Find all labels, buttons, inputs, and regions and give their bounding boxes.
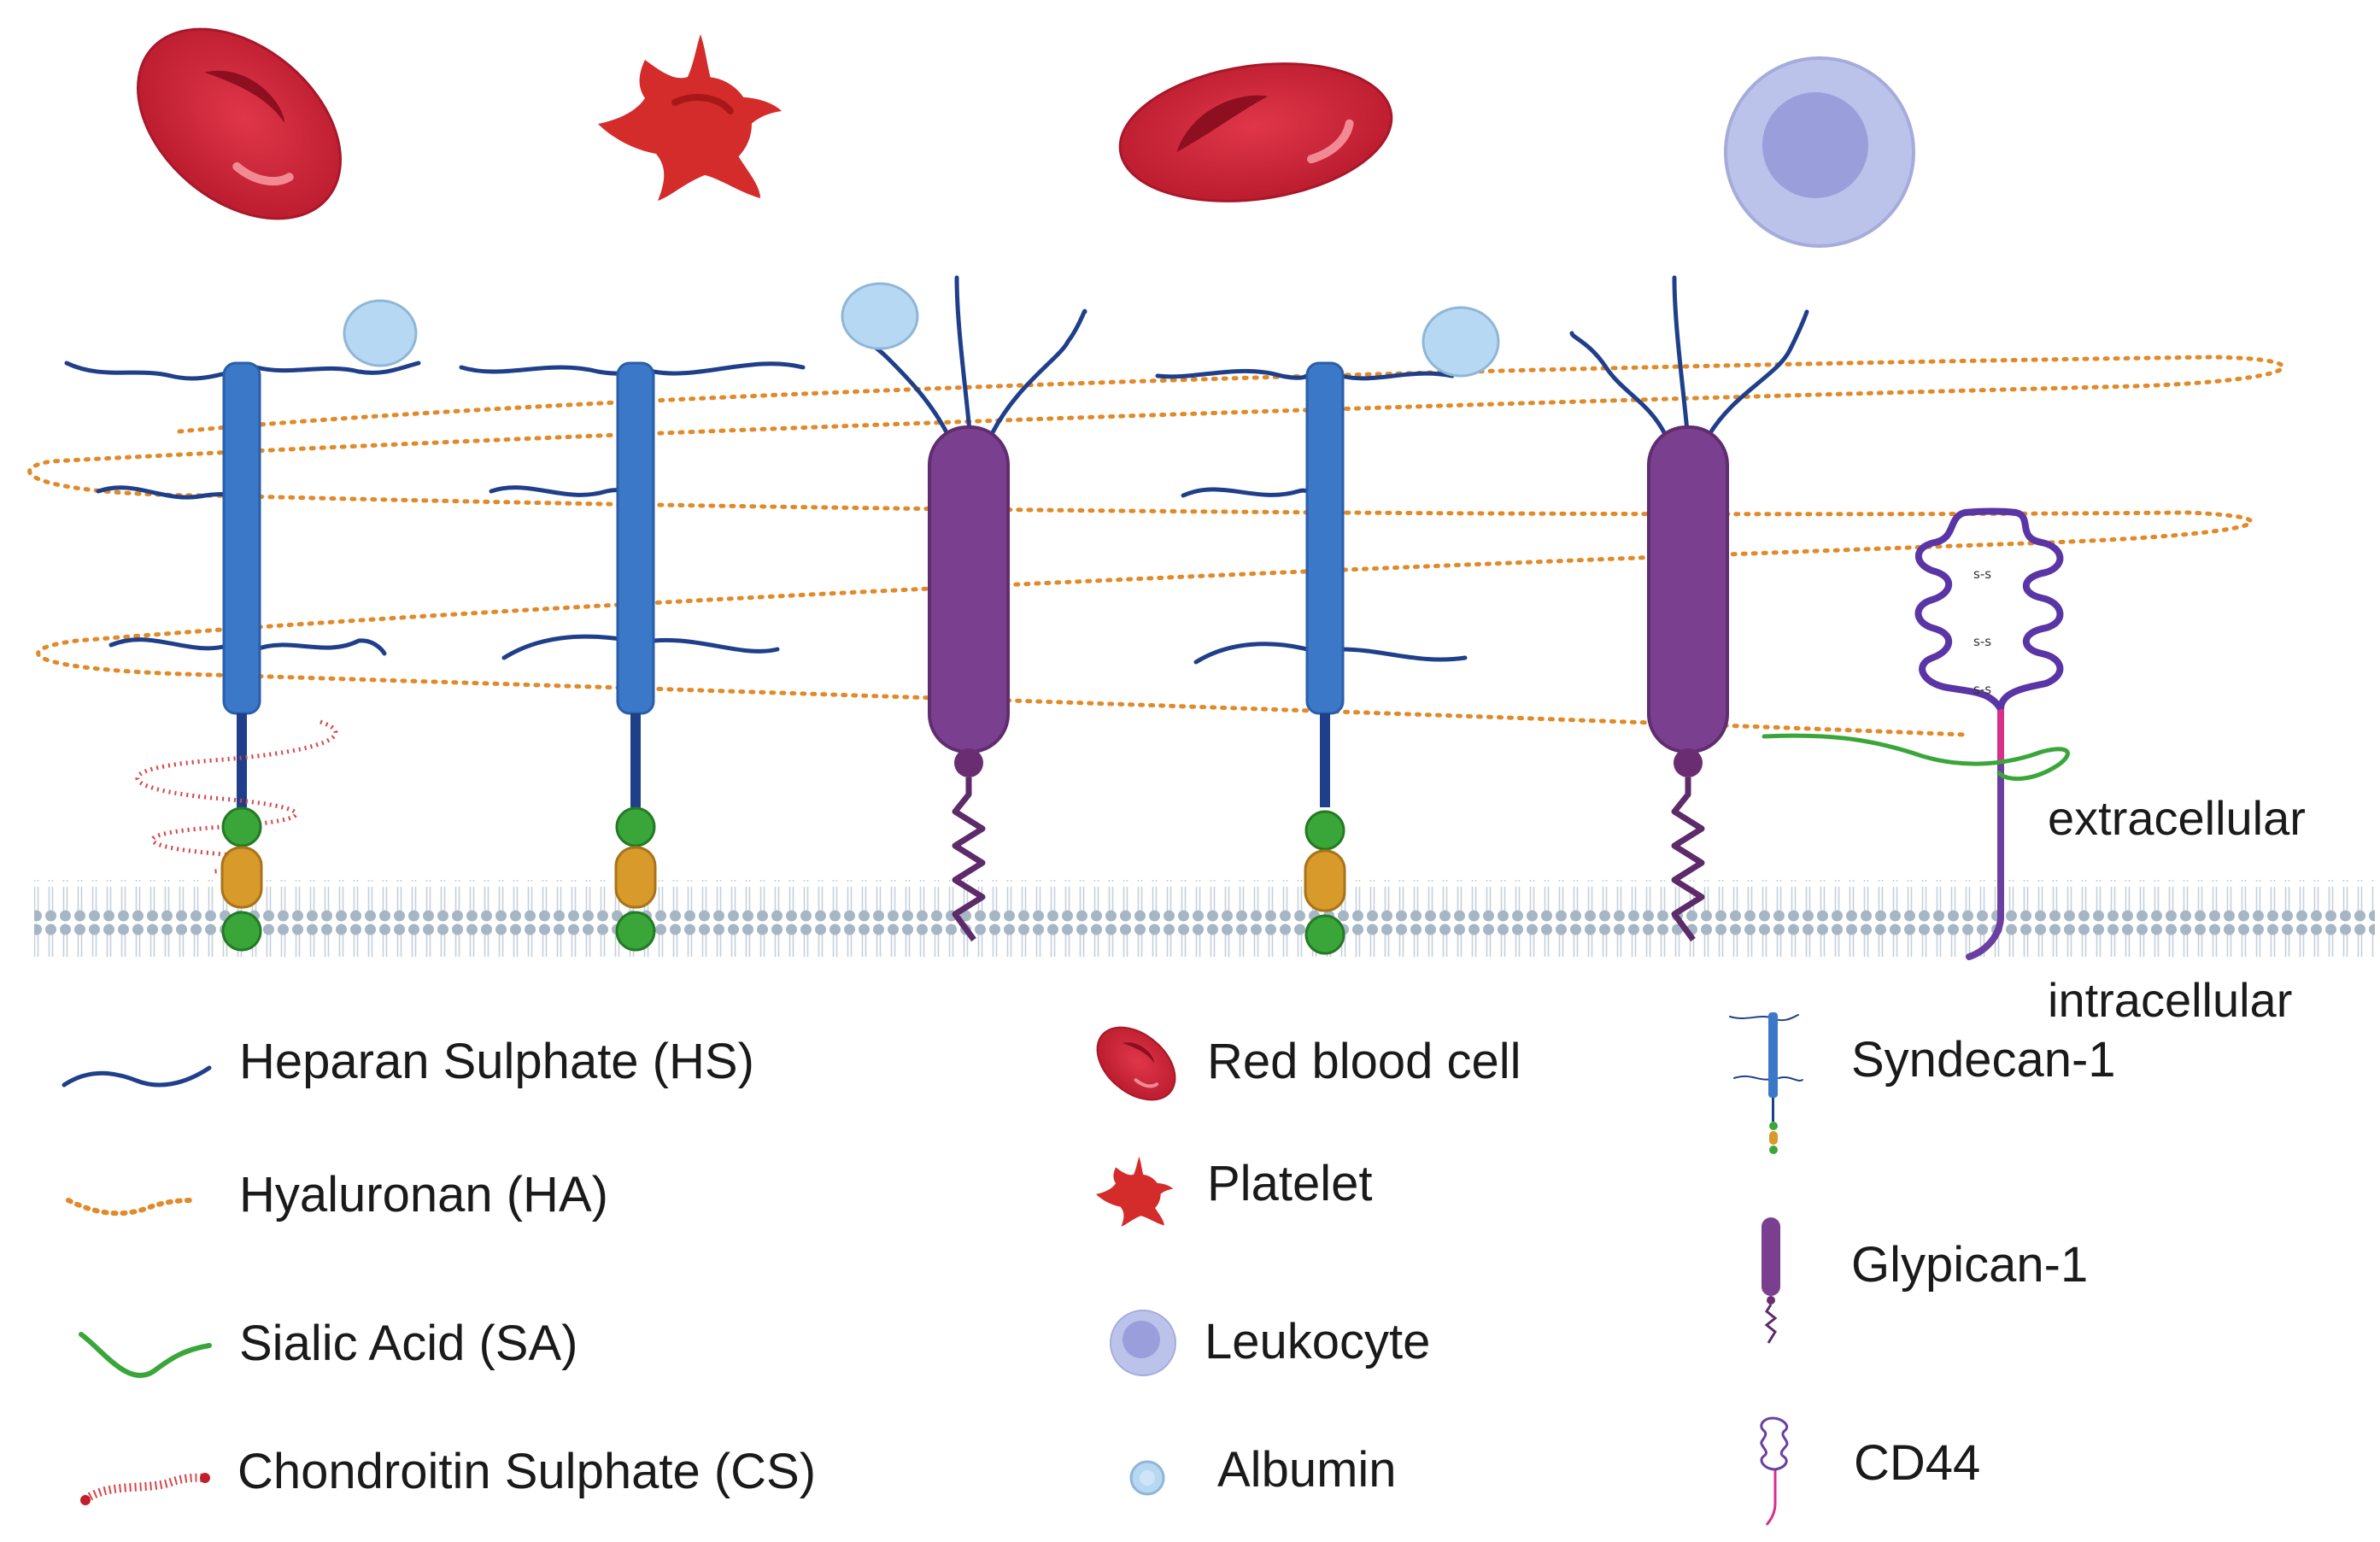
glypican-1-molecule-2 <box>1569 275 1809 942</box>
syndecan-1-molecule-3 <box>1155 361 1468 955</box>
albumin-molecule-3 <box>1422 306 1500 378</box>
legend-label-albumin: Albumin <box>1217 1442 1397 1498</box>
disulfide-bond-label-2: s-s <box>1973 634 1991 649</box>
legend-cells: Red blood cell Platelet Leukocyte Albumi… <box>1096 1026 1521 1498</box>
legend-label-hyaluronan: Hyaluronan (HA) <box>239 1167 608 1222</box>
albumin-molecule-1 <box>343 299 418 367</box>
legend-label-syndecan-1: Syndecan-1 <box>1851 1032 2116 1088</box>
syndecan-1-molecule-1 <box>64 361 421 807</box>
legend-proteins: Syndecan-1 Glypican-1 CD44 <box>1729 1012 2116 1526</box>
legend-label-leukocyte: Leukocyte <box>1205 1314 1430 1369</box>
sialic-acid-icon <box>79 1332 212 1378</box>
legend-label-glypican-1: Glypican-1 <box>1851 1237 2088 1293</box>
legend-label-cd44: CD44 <box>1854 1435 1980 1491</box>
cd44-molecule: s-s s-s s-s <box>1914 507 2064 960</box>
legend-label-sialic-acid: Sialic Acid (SA) <box>239 1316 577 1371</box>
red-blood-cell-2 <box>1118 62 1393 202</box>
platelet-icon <box>1096 1156 1174 1227</box>
legend-glycans: Heparan Sulphate (HS) Hyaluronan (HA) Si… <box>62 1034 816 1505</box>
albumin-icon <box>1129 1460 1165 1496</box>
syndecan-1-membrane-domains-1 <box>220 806 263 952</box>
hyaluronan-icon <box>66 1198 197 1217</box>
legend-label-red-blood-cell: Red blood cell <box>1207 1034 1521 1089</box>
cell-membrane <box>34 880 2375 957</box>
cd44-icon <box>1760 1416 1789 1526</box>
sialic-acid-strand <box>1762 733 2070 782</box>
legend-label-chondroitin-sulphate: Chondroitin Sulphate (CS) <box>237 1444 816 1499</box>
hyaluronan-strands <box>27 355 2285 737</box>
albumin-molecule-2 <box>841 282 919 350</box>
heparan-sulphate-icon <box>62 1065 212 1088</box>
cd44-loops <box>1914 507 2064 712</box>
red-blood-cell-1 <box>137 27 342 220</box>
red-blood-cell-icon <box>1096 1026 1176 1101</box>
leukocyte-cell <box>1724 56 1915 248</box>
glypican-1-molecule-1 <box>852 275 1087 942</box>
legend-label-heparan-sulphate: Heparan Sulphate (HS) <box>239 1034 754 1089</box>
disulfide-bond-label-3: s-s <box>1973 682 1991 697</box>
legend-label-platelet: Platelet <box>1207 1156 1372 1211</box>
platelet-cell <box>598 34 782 201</box>
leukocyte-icon <box>1110 1310 1176 1376</box>
chondroitin-sulphate-icon <box>80 1473 210 1505</box>
syndecan-1-icon <box>1729 1012 1803 1154</box>
disulfide-bond-label-1: s-s <box>1973 566 1991 582</box>
extracellular-label: extracellular <box>2048 791 2306 845</box>
syndecan-1-molecule-2 <box>459 361 806 952</box>
glypican-1-icon <box>1762 1217 1780 1344</box>
intracellular-label: intracellular <box>2048 973 2292 1027</box>
